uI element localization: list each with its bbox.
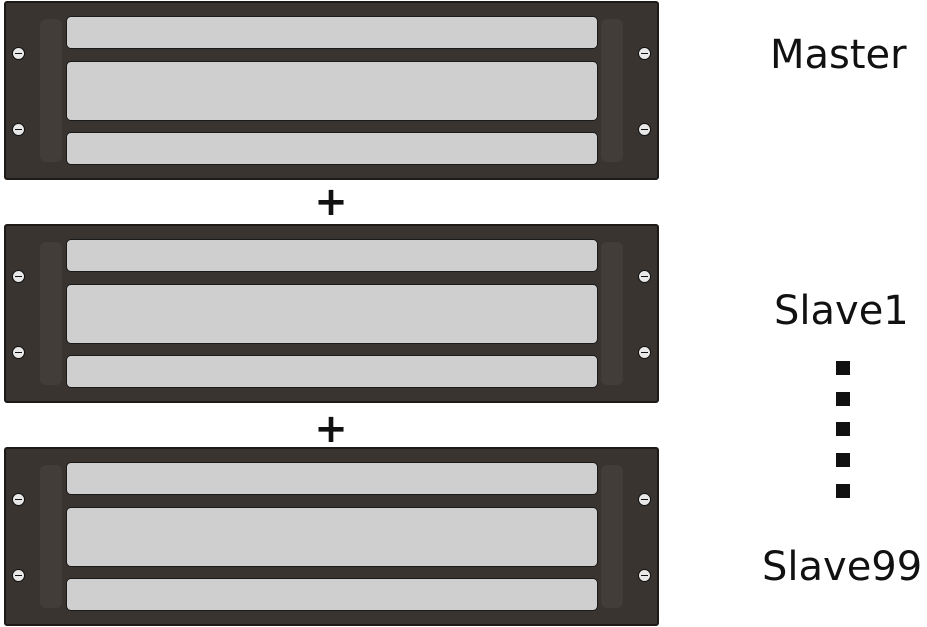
screw-icon	[638, 569, 651, 582]
rack-rail-left	[40, 19, 62, 162]
plus-connector: +	[314, 406, 348, 452]
screw-icon	[12, 270, 25, 283]
screw-icon	[638, 270, 651, 283]
drive-slot-bottom	[66, 578, 598, 611]
ellipsis-dot	[836, 422, 850, 436]
drive-slot-middle	[66, 284, 598, 344]
screw-icon	[12, 346, 25, 359]
rack-rail-left	[40, 242, 62, 385]
slave99-label: Slave99	[762, 544, 923, 590]
ellipsis-dot	[836, 392, 850, 406]
ellipsis-dot	[836, 361, 850, 375]
master-rack-unit	[4, 1, 659, 180]
drive-slot-bottom	[66, 132, 598, 165]
master-label: Master	[770, 32, 907, 78]
rack-rail-left	[40, 465, 62, 608]
slave1-rack-unit	[4, 224, 659, 403]
drive-slot-middle	[66, 61, 598, 121]
drive-slot-top	[66, 16, 598, 49]
drive-slot-bottom	[66, 355, 598, 388]
drive-slot-middle	[66, 507, 598, 567]
screw-icon	[12, 47, 25, 60]
rack-rail-right	[601, 242, 623, 385]
screw-icon	[12, 569, 25, 582]
screw-icon	[638, 346, 651, 359]
screw-icon	[638, 47, 651, 60]
screw-icon	[638, 123, 651, 136]
ellipsis-dot	[836, 484, 850, 498]
drive-slot-top	[66, 462, 598, 495]
screw-icon	[12, 493, 25, 506]
slave1-label: Slave1	[774, 288, 909, 334]
rack-rail-right	[601, 19, 623, 162]
screw-icon	[638, 493, 651, 506]
plus-connector: +	[314, 179, 348, 225]
screw-icon	[12, 123, 25, 136]
slave99-rack-unit	[4, 447, 659, 626]
rack-rail-right	[601, 465, 623, 608]
drive-slot-top	[66, 239, 598, 272]
ellipsis-dot	[836, 453, 850, 467]
